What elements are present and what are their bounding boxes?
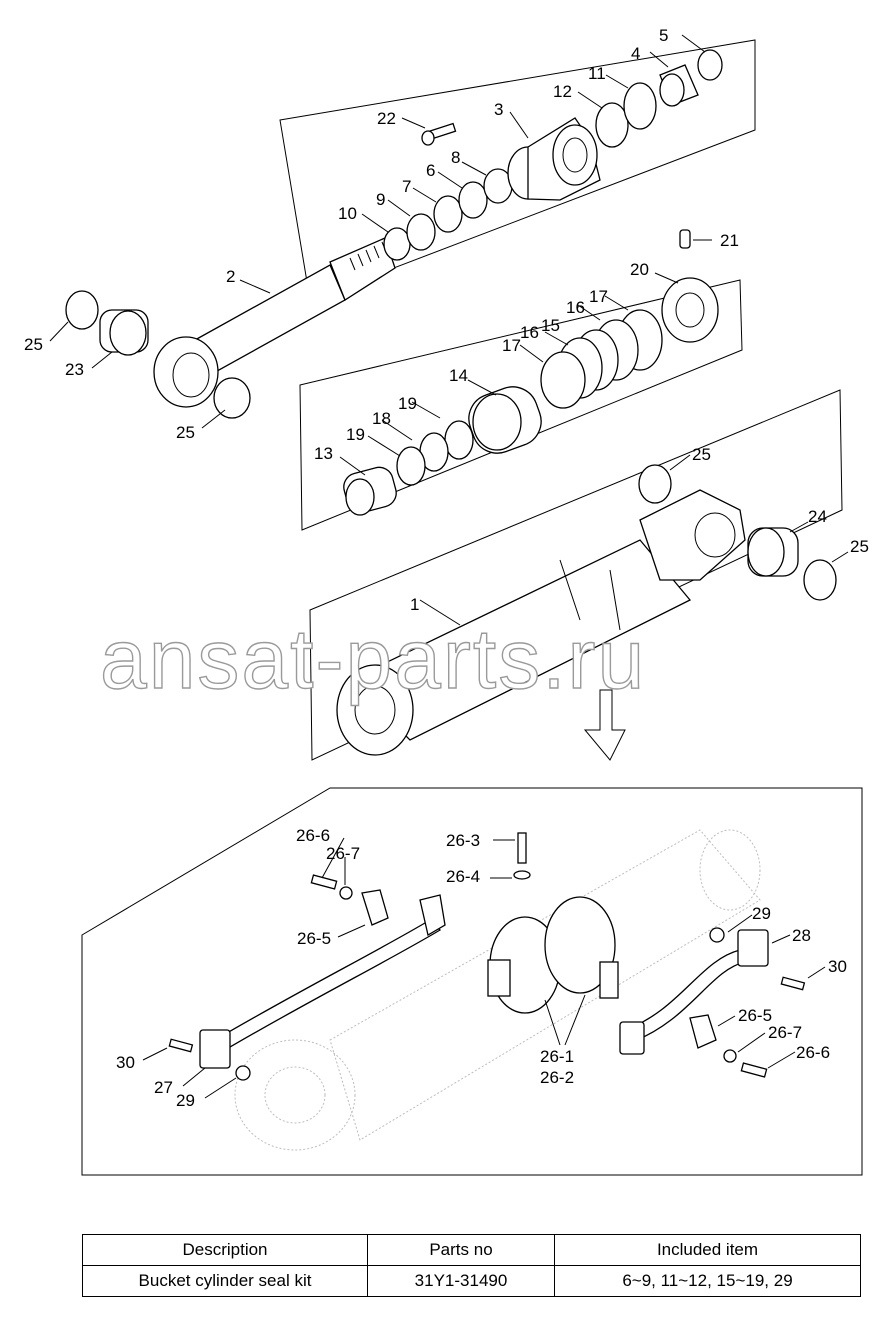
callout-17: 17 [589, 287, 608, 306]
callout-26-5: 26-5 [738, 1006, 772, 1025]
callout-27: 27 [154, 1078, 173, 1097]
callout-26-4: 26-4 [446, 867, 480, 886]
callout-4: 4 [631, 44, 640, 63]
callout-16: 16 [566, 298, 585, 317]
callout-8: 8 [451, 148, 460, 167]
cell-parts-no: 31Y1-31490 [367, 1265, 555, 1297]
callout-30: 30 [828, 957, 847, 976]
tube-group-frame [309, 389, 843, 761]
seal-rings-9-7-6-8 [406, 168, 513, 251]
callout-3: 3 [494, 100, 503, 119]
cell-description: Bucket cylinder seal kit [82, 1265, 368, 1297]
rings-19-18 [396, 420, 474, 486]
bushing-13 [343, 466, 397, 516]
callout-20: 20 [630, 260, 649, 279]
callout-26-2: 26-2 [540, 1068, 574, 1087]
callout-15: 15 [541, 316, 560, 335]
cylinder-ghost-outline [234, 829, 761, 1151]
callout-13: 13 [314, 444, 333, 463]
rings-12-11 [595, 82, 657, 148]
callout-26-7: 26-7 [326, 844, 360, 863]
callout-22: 22 [377, 109, 396, 128]
leader-lines [49, 34, 849, 1099]
watermark: ansat-parts.ru [100, 612, 646, 706]
callout-26-6: 26-6 [296, 826, 330, 845]
pipe-left [199, 894, 446, 1069]
bolt-22 [421, 122, 457, 146]
small-hardware [168, 832, 806, 1081]
clamp-bands-26-1-26-2 [487, 896, 619, 1014]
seal-kit-table: Description Parts no Included item Bucke… [82, 1234, 861, 1297]
cylinder-tube [336, 489, 746, 756]
column-header-description: Description [82, 1234, 368, 1266]
callout-26-1: 26-1 [540, 1047, 574, 1066]
callout-25: 25 [692, 445, 711, 464]
piston-rod [153, 237, 396, 408]
callout-25: 25 [24, 335, 43, 354]
callout-17: 17 [502, 336, 521, 355]
callout-28: 28 [792, 926, 811, 945]
callout-labels: 5 4 11 12 3 22 8 6 7 9 10 2 25 23 25 21 … [24, 26, 869, 1110]
gland-3 [507, 117, 601, 201]
callout-30: 30 [116, 1053, 135, 1072]
callout-23: 23 [65, 360, 84, 379]
exploded-parts-diagram: 5 4 11 12 3 22 8 6 7 9 10 2 25 23 25 21 … [24, 26, 869, 1176]
callout-16: 16 [520, 323, 539, 342]
callout-10: 10 [338, 204, 357, 223]
callout-12: 12 [553, 82, 572, 101]
callout-1: 1 [410, 595, 419, 614]
callout-19: 19 [346, 425, 365, 444]
detail-arrow [583, 689, 626, 761]
callout-6: 6 [426, 161, 435, 180]
column-header-included-item: Included item [554, 1234, 861, 1266]
column-header-parts-no: Parts no [367, 1234, 555, 1266]
bushing-4 [659, 64, 699, 107]
callout-11: 11 [588, 64, 606, 83]
callout-25: 25 [850, 537, 869, 556]
pipe-right [619, 929, 769, 1055]
callout-14: 14 [449, 366, 468, 385]
callout-25: 25 [176, 423, 195, 442]
table-row: Bucket cylinder seal kit 31Y1-31490 6~9,… [82, 1265, 861, 1297]
callout-24: 24 [808, 507, 827, 526]
piston-nut-20 [661, 229, 719, 343]
callout-29: 29 [176, 1091, 195, 1110]
circlip-10 [383, 227, 411, 261]
dust-ring-5 [697, 49, 723, 81]
callout-26-7: 26-7 [768, 1023, 802, 1042]
rod-bushing-23-and-rings [65, 290, 251, 419]
rod-group-frame [279, 39, 756, 301]
callout-7: 7 [402, 177, 411, 196]
callout-26-5: 26-5 [297, 929, 331, 948]
cell-included-item: 6~9, 11~12, 15~19, 29 [554, 1265, 861, 1297]
callout-26-6: 26-6 [796, 1043, 830, 1062]
callout-9: 9 [376, 190, 385, 209]
callout-2: 2 [226, 267, 235, 286]
callout-21: 21 [720, 231, 739, 250]
callout-29: 29 [752, 904, 771, 923]
callout-19: 19 [398, 394, 417, 413]
piping-detail-frame [81, 787, 863, 1176]
callout-26-3: 26-3 [446, 831, 480, 850]
piston-seals-15-16-17 [540, 309, 663, 409]
callout-5: 5 [659, 26, 668, 45]
table-header-row: Description Parts no Included item [82, 1234, 861, 1266]
callout-18: 18 [372, 409, 391, 428]
tube-bushing-24-and-rings [638, 464, 837, 601]
piston-14 [468, 386, 542, 454]
